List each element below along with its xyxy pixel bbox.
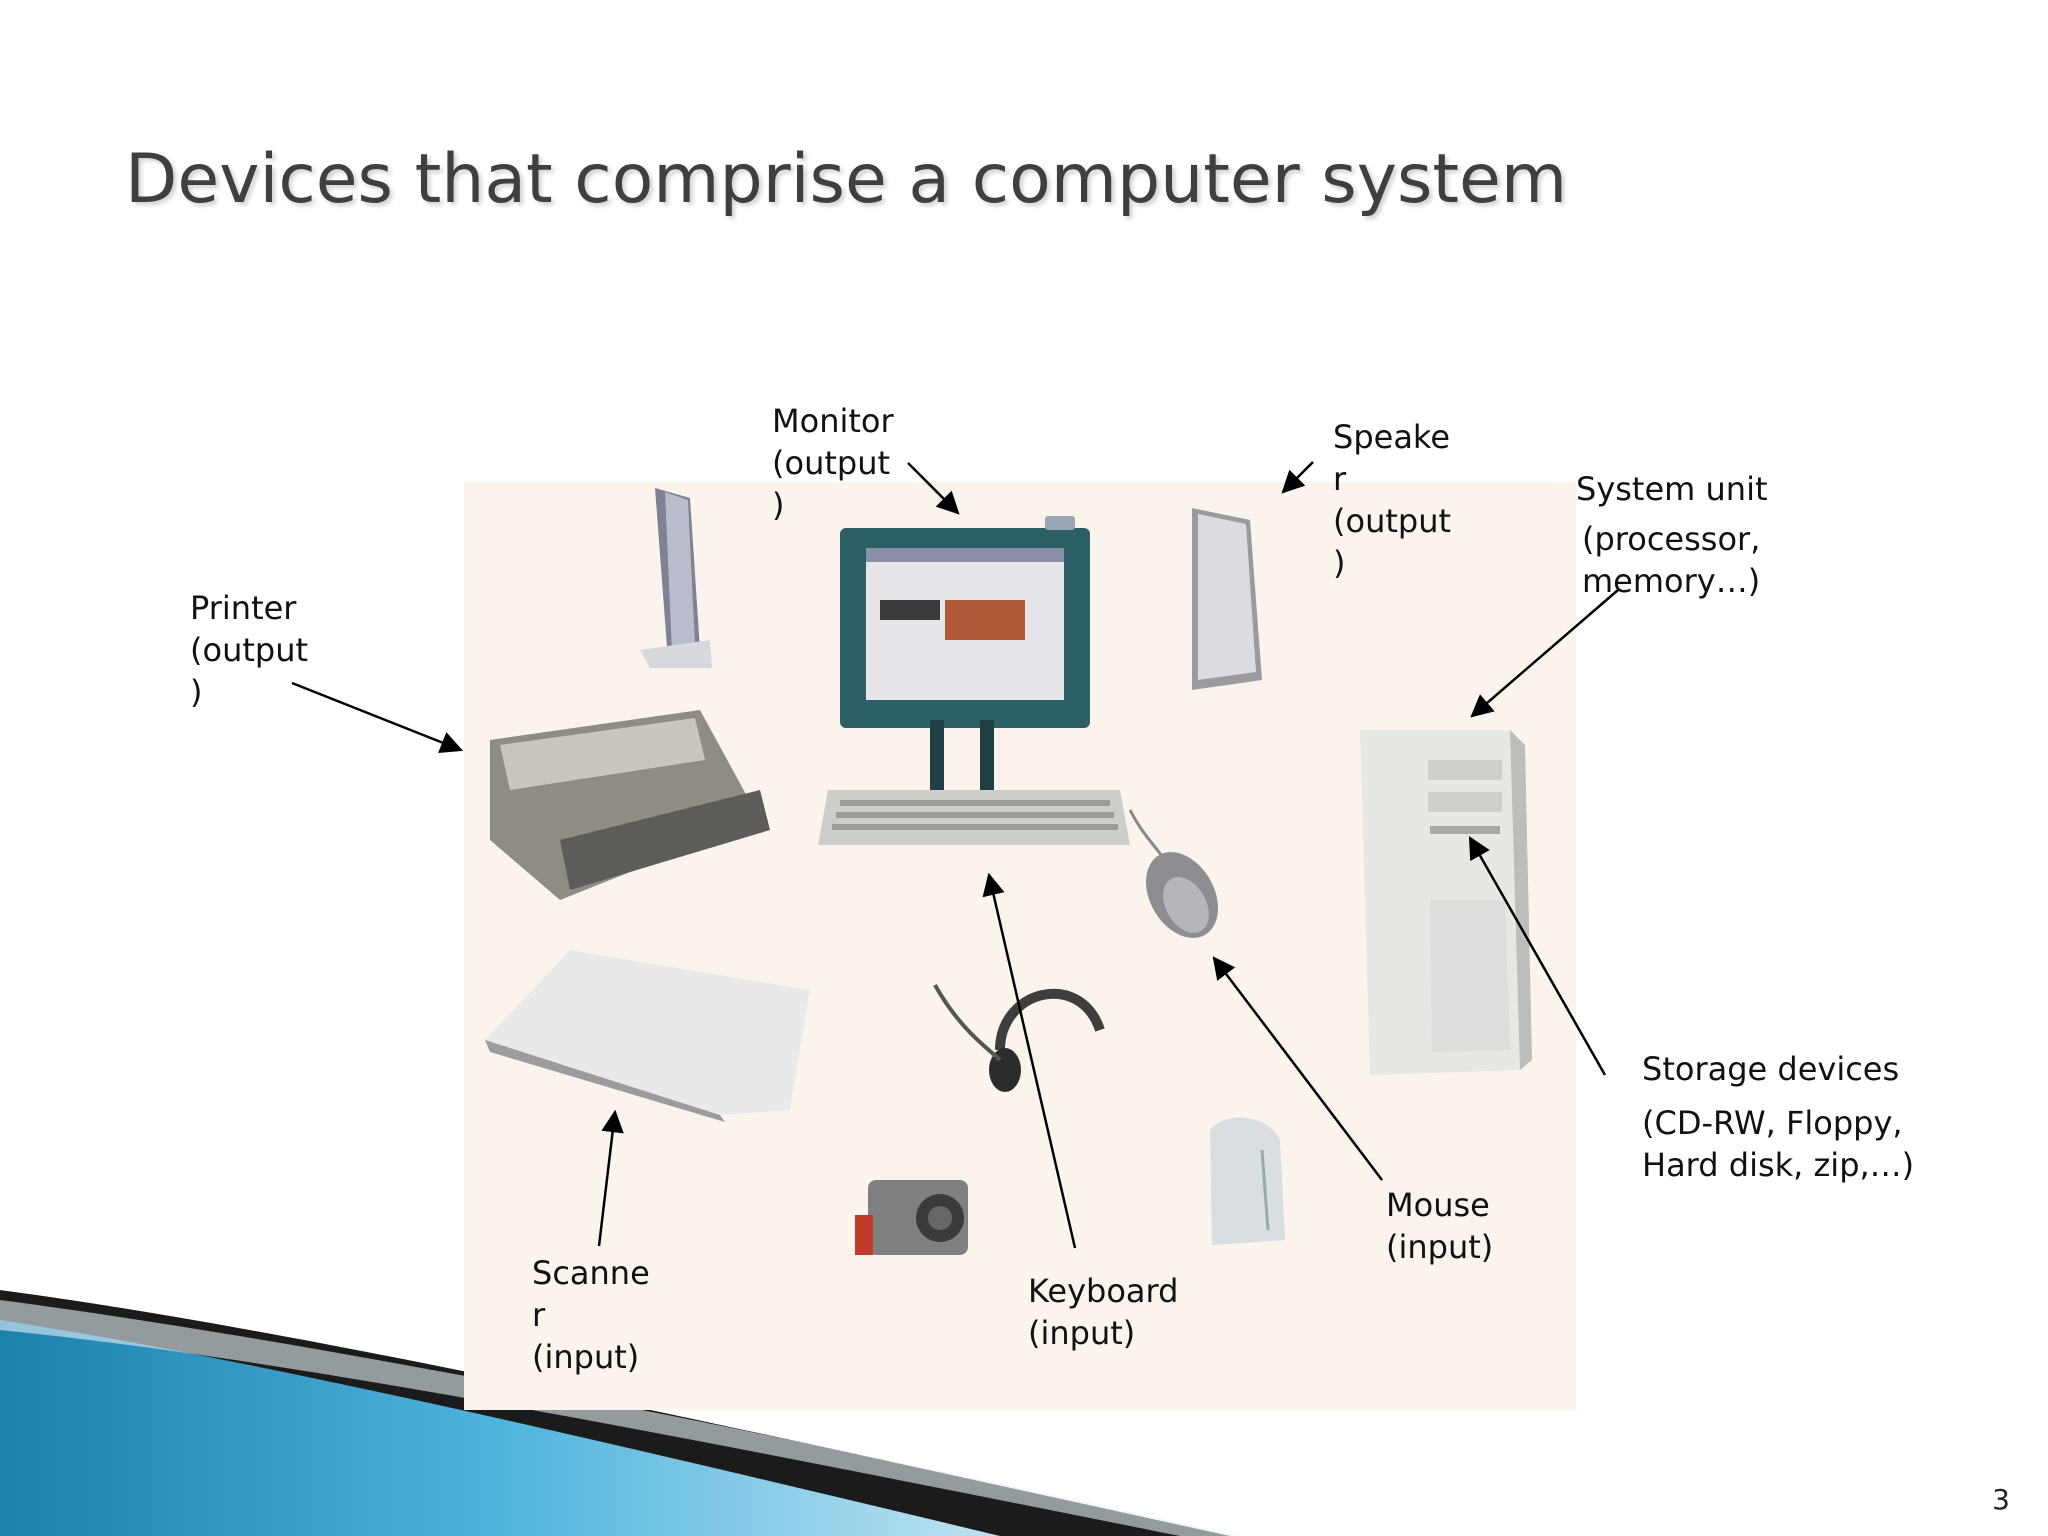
speaker-label: Speake r (output ) [1333, 418, 1452, 582]
speaker-illustration [1192, 508, 1262, 690]
flat-panel-display [640, 488, 712, 668]
system-unit-label: System unit [1576, 470, 1768, 508]
mouse-label: Mouse (input) [1386, 1186, 1494, 1266]
arrow-monitor [907, 462, 960, 515]
page-number: 3 [1992, 1483, 2010, 1516]
keyboard-label: Keyboard (input) [1028, 1272, 1179, 1352]
printer-label: Printer (output ) [190, 589, 309, 711]
printer-illustration [490, 710, 770, 900]
arrow-system-unit [1470, 589, 1619, 718]
headset-illustration [933, 984, 1105, 1092]
storage-detail-label: (CD-RW, Floppy, Hard disk, zip,…) [1642, 1104, 1915, 1184]
arrow-storage [1468, 836, 1607, 1076]
keyboard-illustration [818, 790, 1130, 845]
slide-title: Devices that comprise a computer system [125, 140, 1568, 219]
zip-drive-illustration [1210, 1117, 1285, 1245]
scanner-illustration [485, 950, 810, 1122]
camera-illustration [855, 1180, 968, 1255]
system-unit-illustration [1360, 730, 1532, 1075]
system-unit-detail-label: (processor, memory…) [1582, 520, 1761, 600]
arrow-mouse [1212, 956, 1383, 1181]
arrow-printer [291, 681, 464, 753]
storage-label: Storage devices [1642, 1050, 1900, 1088]
mouse-illustration [1128, 809, 1219, 938]
monitor-label: Monitor (output ) [772, 402, 894, 524]
arrow-scanner [597, 1109, 624, 1247]
scanner-label: Scanne r (input) [532, 1254, 650, 1376]
arrow-keyboard [982, 872, 1077, 1249]
arrow-speaker [1281, 461, 1314, 494]
